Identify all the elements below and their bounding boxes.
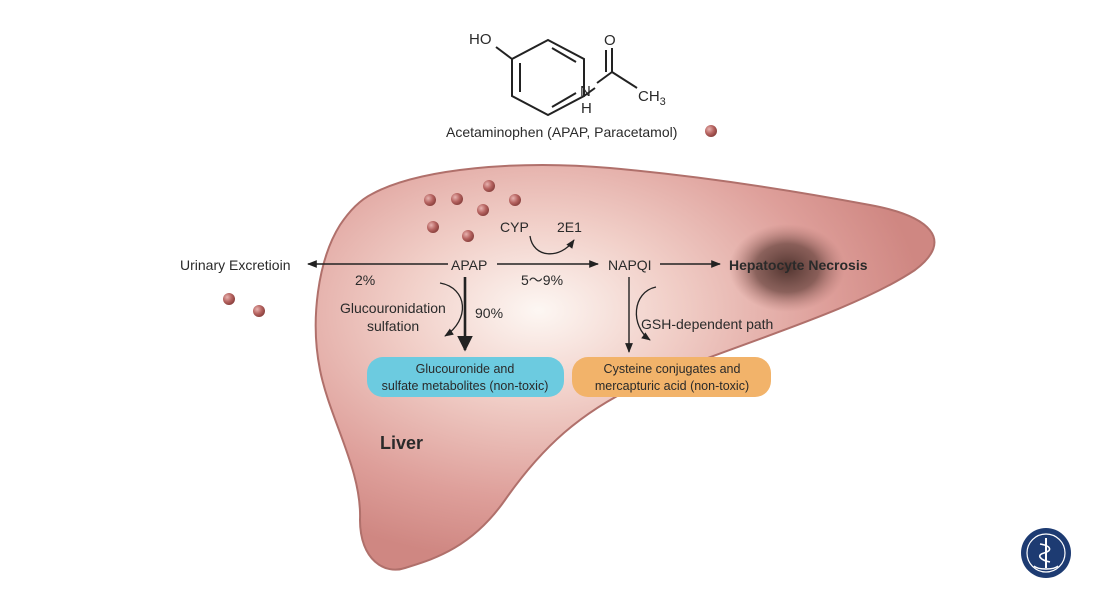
cyp-curve-arrow — [529, 235, 575, 255]
hydroxyl-label: HO — [469, 31, 492, 48]
gsh-curve — [635, 286, 657, 341]
molecule-name: Acetaminophen (APAP, Paracetamol) — [446, 124, 677, 140]
napqi-percent: 5～9% — [521, 272, 563, 288]
cyp-2e1-label: 2E1 — [557, 219, 582, 235]
nontoxic-box-cysteine: Cysteine conjugates and mercapturic acid… — [572, 357, 771, 397]
glucuronidation-label-2: sulfation — [367, 318, 419, 334]
gsh-path-label: GSH-dependent path — [641, 316, 773, 332]
urinary-excretion-label: Urinary Excretioin — [180, 257, 290, 273]
apap-node: APAP — [451, 257, 487, 273]
napqi-node: NAPQI — [608, 257, 652, 273]
benzene-ring — [511, 38, 585, 117]
box-cysteine-line1: Cysteine conjugates and — [604, 362, 741, 376]
hepatocyte-necrosis-label: Hepatocyte Necrosis — [729, 257, 868, 273]
liver-label: Liver — [380, 433, 423, 453]
apap-particles — [223, 180, 521, 317]
box-glucuronide-line2: sulfate metabolites (non-toxic) — [382, 379, 549, 393]
legend-particle — [705, 125, 717, 137]
glucuronidation-curve — [439, 282, 464, 337]
oxygen-label: O — [604, 32, 616, 49]
box-cysteine-line2: mercapturic acid (non-toxic) — [595, 379, 749, 393]
cyp-label: CYP — [500, 219, 529, 235]
nh-hydrogen-label: H — [581, 100, 592, 117]
medical-caduceus-icon — [1021, 528, 1071, 578]
box-glucuronide-line1: Glucouronide and — [416, 362, 515, 376]
glucuronidation-percent: 90% — [475, 305, 503, 321]
necrosis-spot — [729, 224, 845, 312]
glucuronidation-label-1: Glucouronidation — [340, 300, 446, 316]
methyl-label: CH3 — [638, 88, 666, 108]
nitrogen-label: N — [580, 83, 591, 100]
acetaminophen-structure: HO N H O CH3 Acetaminophen (APAP, Parace… — [446, 31, 717, 140]
urinary-percent: 2% — [355, 272, 375, 288]
nontoxic-box-glucuronide: Glucouronide and sulfate metabolites (no… — [367, 357, 564, 397]
